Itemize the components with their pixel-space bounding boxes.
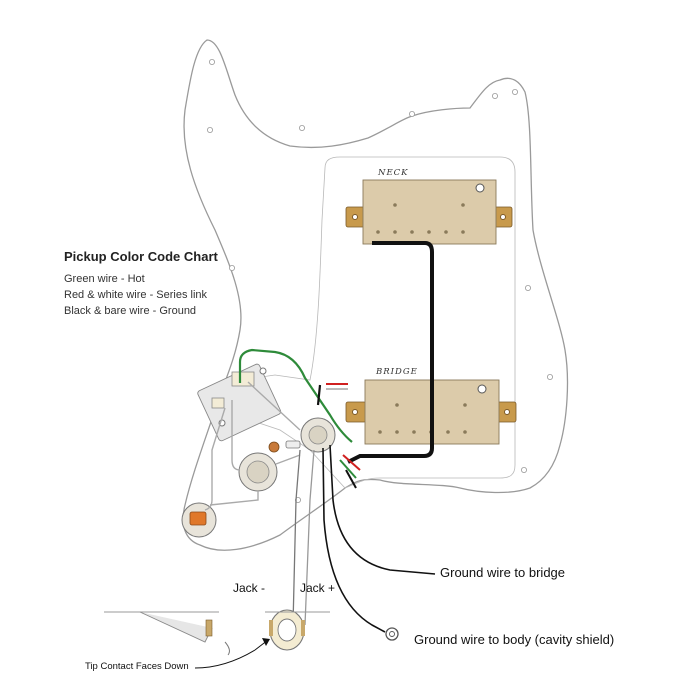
resistor — [285, 440, 301, 449]
legend-item-hot: Green wire - Hot — [64, 273, 145, 285]
bridge-green-wire — [339, 459, 357, 479]
jack-plate-section — [104, 611, 330, 656]
ground-bridge-label: Ground wire to bridge — [440, 565, 566, 580]
legend-item-ground: Black & bare wire - Ground — [64, 305, 197, 317]
ground-wire-to-bridge — [329, 444, 436, 575]
legend-title: Pickup Color Code Chart — [64, 249, 218, 264]
cavity-outline — [229, 156, 516, 489]
tip-contact-arrowhead — [262, 638, 270, 646]
output-jack — [269, 609, 305, 651]
tip-contact-arrow — [194, 639, 269, 669]
pickup-color-legend: Pickup Color Code Chart Green wire - Hot… — [64, 249, 218, 319]
jack-minus-label: Jack - — [233, 581, 266, 595]
bridge-black-wire — [316, 384, 322, 406]
control-wires — [204, 381, 301, 511]
hot-wire-green — [238, 348, 353, 443]
neck-ground-wire — [347, 241, 434, 464]
tip-contact-label: Tip Contact Faces Down — [85, 661, 189, 672]
neck-pickup — [345, 179, 513, 245]
five-way-switch — [197, 363, 282, 442]
tone-pot — [181, 502, 217, 538]
jack-minus-wire — [292, 449, 301, 626]
bridge-pickup-label: BRIDGE — [376, 367, 418, 377]
bridge-bare-wire — [345, 469, 357, 489]
jack-plus-wire — [304, 449, 315, 626]
ground-wire-to-body — [322, 447, 386, 633]
jack-plus-label: Jack + — [300, 581, 336, 595]
legend-item-series: Red & white wire - Series link — [64, 289, 208, 301]
third-pot — [300, 417, 336, 453]
neck-pickup-label: NECK — [378, 168, 409, 178]
capacitor — [268, 441, 280, 453]
bridge-red-wire — [342, 454, 361, 471]
ground-body-label: Ground wire to body (cavity shield) — [414, 632, 615, 647]
volume-pot — [238, 452, 278, 492]
